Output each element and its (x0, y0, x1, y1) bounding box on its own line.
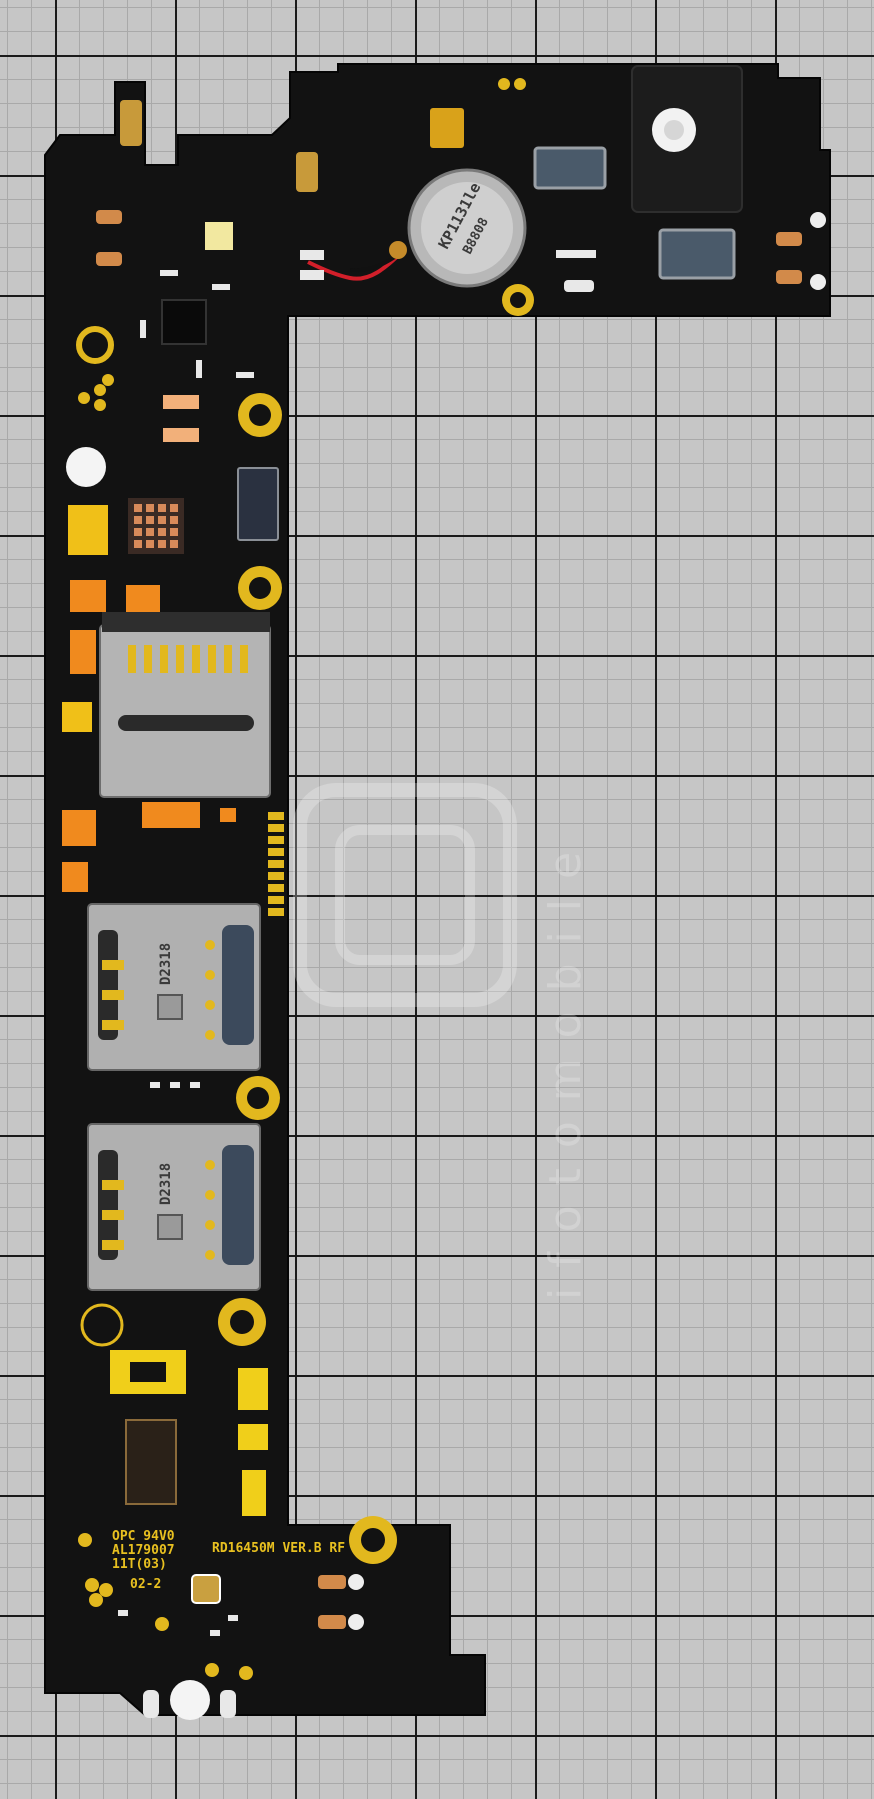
vibration-motor: KP1131le B8808 (307, 168, 527, 288)
audio-jack (631, 65, 743, 213)
sim-tray-1-marking: D2318 (158, 943, 174, 985)
microphone-pad (430, 108, 464, 148)
sim-tray-1: D2318 (87, 903, 261, 1071)
mounting-holes (76, 284, 534, 1564)
gold-test-strip (266, 810, 286, 926)
white-pads (66, 222, 236, 1720)
sim-tray-2-marking: D2318 (158, 1163, 174, 1205)
watermark: ifotomobile (293, 783, 591, 1300)
sim-tray-2: D2318 (87, 1123, 261, 1291)
microsd-slot (99, 612, 271, 798)
integrated-circuits (125, 299, 207, 1505)
watermark-logo (293, 783, 517, 1007)
yellow-pads (110, 1350, 268, 1516)
flex-connectors (237, 146, 736, 541)
board-code: RD16450M VER.B RF (212, 1541, 345, 1556)
rf-connector (191, 1574, 221, 1604)
silkscreen-text: RD16450M VER.B RF OPC 94V0 AL179007 11T(… (112, 1529, 345, 1592)
cert-line-3: 11T(03) (112, 1557, 167, 1572)
cert-line-1: OPC 94V0 (112, 1529, 175, 1544)
smd-components (118, 250, 596, 1636)
gold-dots (78, 78, 526, 1680)
orange-components (62, 395, 236, 892)
cert-line-4: 02-2 (130, 1577, 161, 1592)
watermark-text: ifotomobile (540, 832, 591, 1300)
spring-contacts (96, 100, 826, 1630)
cert-line-2: AL179007 (112, 1543, 175, 1558)
